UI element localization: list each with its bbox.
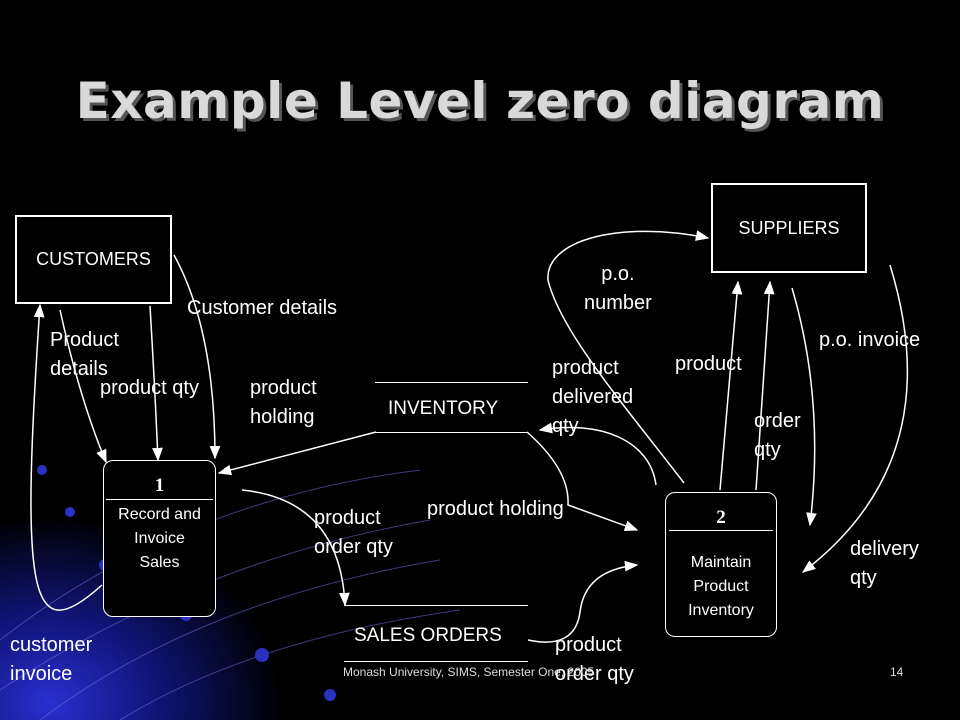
footer-text: Monash University, SIMS, Semester One, 2…	[343, 665, 595, 679]
flow-arrow-sales-orders-to-p2	[527, 560, 639, 643]
process-1-number: 1	[154, 475, 165, 496]
flow-order-qty: order qty	[754, 410, 801, 461]
flow-customer-details: Customer details	[187, 297, 338, 319]
process-2-number: 2	[716, 507, 726, 528]
inventory-store: INVENTORY	[375, 382, 528, 433]
flow-arrow-p2-to-inventory	[538, 422, 657, 486]
flow-product-order-qty-bottom: product order qty	[555, 634, 634, 685]
slide-title: Example Level zero diagram	[75, 72, 885, 130]
flow-product-order-qty-left: product order qty	[314, 507, 393, 558]
flow-product-details: Product details	[50, 329, 119, 380]
flow-delivery-qty: delivery qty	[850, 538, 919, 589]
flow-arrow-order-qty	[755, 280, 775, 491]
customers-label: CUSTOMERS	[36, 249, 151, 269]
page-number: 14	[890, 665, 904, 679]
process-2-name: Maintain Product Inventory	[688, 554, 754, 619]
process-1: 1 Record and Invoice Sales	[103, 460, 216, 617]
flow-product-holding-mid: product holding	[427, 498, 564, 520]
process-2: 2 Maintain Product Inventory	[665, 492, 777, 637]
flow-arrow-po-number	[547, 230, 710, 484]
customers-entity: CUSTOMERS	[15, 215, 172, 304]
flow-product-right: product	[675, 353, 742, 375]
sales-orders-label: SALES ORDERS	[354, 625, 502, 646]
flow-po-number: p.o. number	[584, 263, 652, 314]
flow-arrow-customer-invoice	[30, 303, 103, 611]
process-1-name: Record and Invoice Sales	[118, 506, 201, 571]
flow-po-invoice: p.o. invoice	[819, 329, 921, 351]
suppliers-label: SUPPLIERS	[738, 217, 840, 238]
flow-arrow-p1-to-sales-orders	[241, 489, 350, 607]
flow-arrow-delivery-qty	[801, 264, 909, 573]
flow-arrow-customer-details	[173, 254, 221, 460]
sales-orders-store: SALES ORDERS	[344, 605, 528, 662]
flow-arrow-product	[719, 280, 743, 491]
flow-arrow-inventory-to-p1	[217, 431, 377, 476]
flow-product-qty: product qty	[100, 377, 199, 399]
flow-arrow-inventory-to-p2	[526, 431, 639, 531]
flow-customer-invoice: customer invoice	[10, 634, 93, 685]
flow-arrow-po-invoice	[791, 287, 817, 527]
flow-product-delivered-qty: product delivered qty	[552, 357, 634, 437]
flow-product-holding-left: product holding	[250, 377, 317, 428]
inventory-label: INVENTORY	[388, 398, 499, 419]
flow-arrow-product-qty	[149, 305, 163, 462]
flow-arrow-product-details	[59, 309, 107, 464]
suppliers-entity: SUPPLIERS	[711, 183, 867, 273]
